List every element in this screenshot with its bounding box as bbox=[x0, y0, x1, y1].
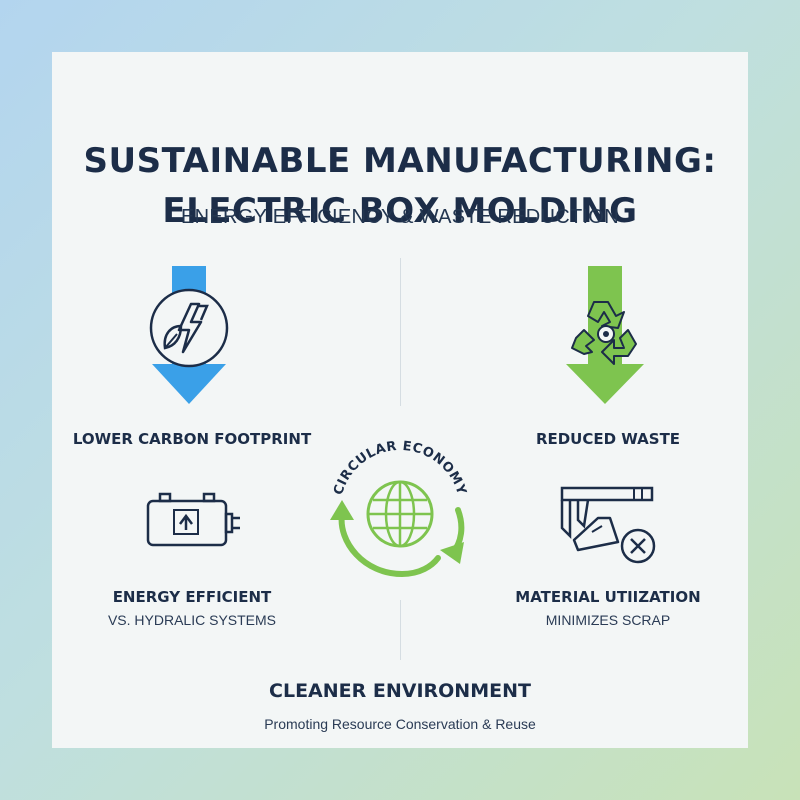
footer-title: CLEANER ENVIRONMENT bbox=[269, 680, 531, 702]
material-utilization-label: MATERIAL UTIIZATION bbox=[515, 588, 701, 606]
caliper-icon bbox=[560, 486, 654, 552]
footer-subtitle: Promoting Resource Conservation & Reuse bbox=[264, 716, 536, 732]
energy-efficient-label: ENERGY EFFICIENT bbox=[112, 588, 272, 606]
divider-top bbox=[400, 258, 401, 406]
reduced-waste-label: REDUCED WASTE bbox=[535, 430, 681, 448]
lightning-leaf-icon bbox=[163, 302, 209, 354]
energy-efficient-sublabel: VS. HYDRALIC SYSTEMS bbox=[107, 612, 277, 628]
globe-icon bbox=[366, 480, 434, 548]
lower-carbon-label: LOWER CARBON FOOTPRINT bbox=[72, 430, 312, 448]
subtitle: ENERGY EFFICIENCY & WASTE REDUCTION bbox=[181, 206, 619, 228]
title-line-1: SUSTAINABLE MANUFACTURING: bbox=[83, 141, 717, 181]
scrap-icon bbox=[620, 528, 656, 564]
title-line-2: ELECTRIC BOX MOLDING bbox=[162, 191, 638, 231]
divider-bottom bbox=[400, 600, 401, 660]
recycle-icon bbox=[571, 301, 637, 365]
battery-icon bbox=[146, 492, 240, 547]
infographic-card: SUSTAINABLE MANUFACTURING: ELECTRIC BOX … bbox=[52, 52, 748, 748]
circular-arrows-icon bbox=[330, 500, 465, 578]
material-utilization-sublabel: MINIMIZES SCRAP bbox=[545, 612, 671, 628]
